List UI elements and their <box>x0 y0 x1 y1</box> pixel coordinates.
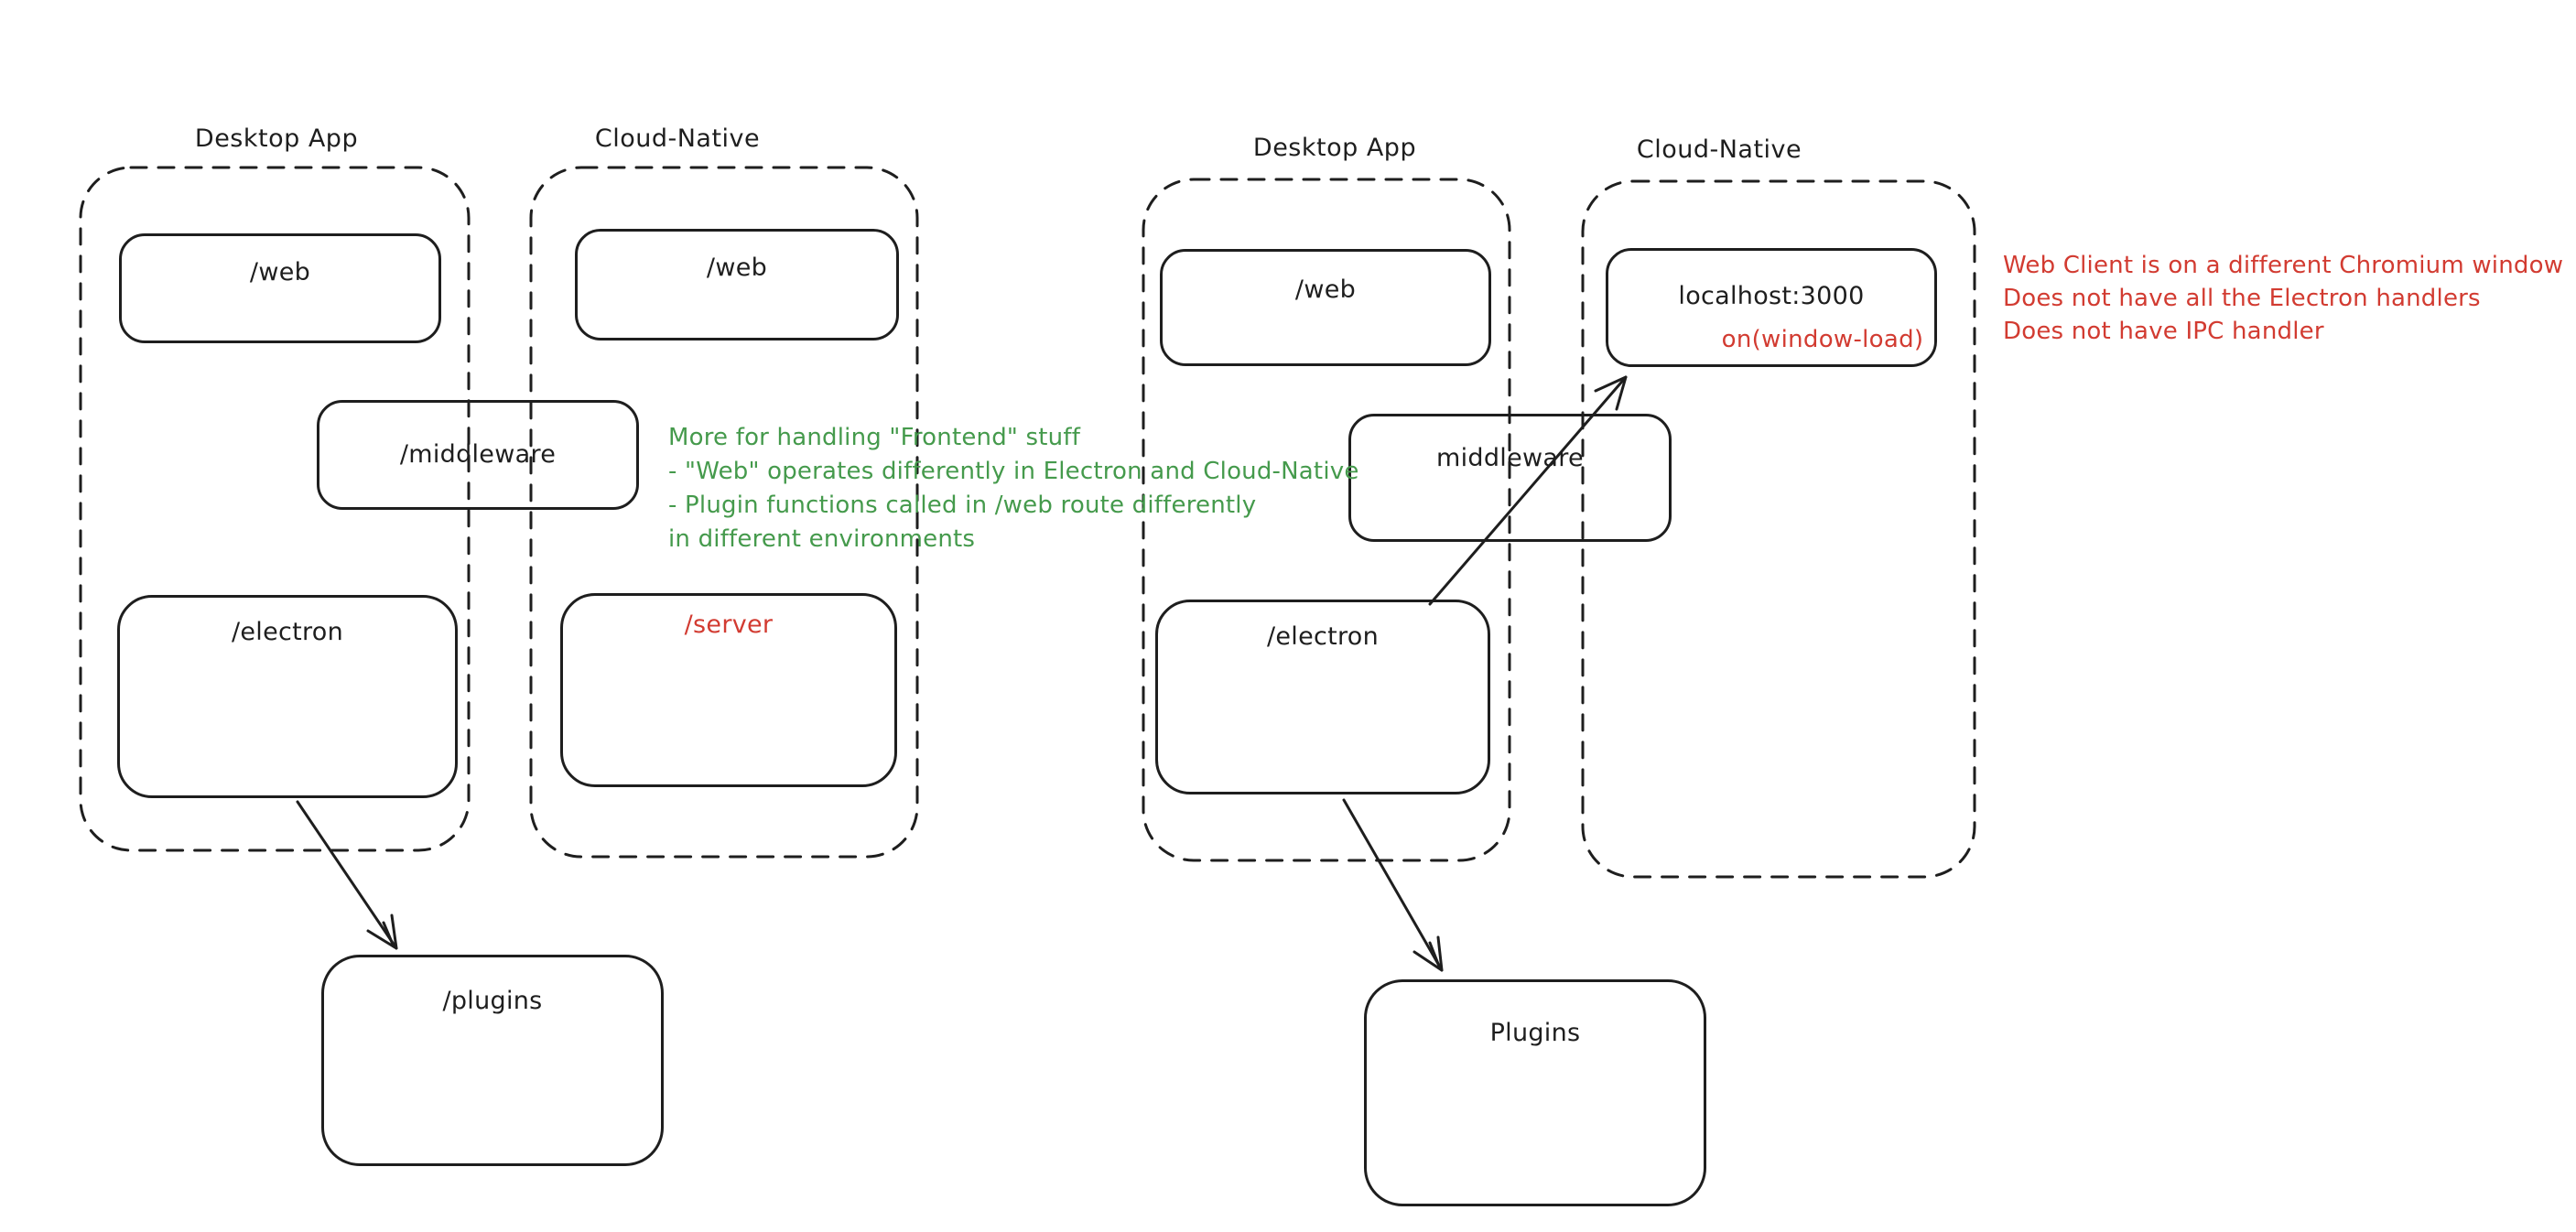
arrow-electron-to-plugins-left <box>296 800 398 950</box>
box-plugins-right: Plugins <box>1364 979 1706 1206</box>
label-cloud-native-left: Cloud-Native <box>594 124 761 153</box>
box-plugins-left: /plugins <box>321 955 664 1166</box>
label-cloud-native-right: Cloud-Native <box>1636 135 1802 164</box>
note-line: More for handling "Frontend" stuff <box>668 424 1081 451</box>
arrow-electron-to-plugins-right <box>1342 798 1444 972</box>
box-label: Plugins <box>1489 1019 1581 1047</box>
note-line: - Plugin functions called in /web route … <box>668 492 1257 519</box>
red-note: Web Client is on a different Chromium wi… <box>2003 249 2563 348</box>
box-label: /middleware <box>399 440 557 469</box>
note-line: Does not have all the Electron handlers <box>2003 285 2481 312</box>
box-web-desktop-left: /web <box>119 233 441 343</box>
note-line: Does not have IPC handler <box>2003 318 2324 345</box>
label-desktop-app-left: Desktop App <box>194 124 359 153</box>
box-label: /web <box>706 254 768 282</box>
box-middleware-left: /middleware <box>317 400 639 510</box>
box-web-cloud-left: /web <box>575 229 899 340</box>
box-label: localhost:3000 <box>1678 282 1865 310</box>
box-label: /web <box>1294 276 1357 304</box>
box-label: middleware <box>1436 444 1584 472</box>
box-server-left: /server <box>560 593 897 787</box>
box-web-desktop-right: /web <box>1160 249 1491 366</box>
on-window-load-label: on(window-load) <box>1721 326 1924 353</box>
box-middleware-right: middleware <box>1348 414 1672 542</box>
box-electron-right: /electron <box>1155 600 1490 794</box>
box-localhost-3000: localhost:3000 on(window-load) <box>1606 248 1937 367</box>
box-label: /plugins <box>442 987 543 1015</box>
box-electron-left: /electron <box>117 595 458 798</box>
note-line: Web Client is on a different Chromium wi… <box>2003 252 2564 279</box>
box-label: /electron <box>231 618 344 646</box>
label-desktop-app-right: Desktop App <box>1252 134 1417 162</box>
box-label: /server <box>684 611 774 639</box>
box-label: /web <box>249 258 311 286</box>
note-line: - "Web" operates differently in Electron… <box>668 458 1359 485</box>
note-line: in different environments <box>668 525 976 553</box>
box-label: /electron <box>1266 622 1380 651</box>
green-note: More for handling "Frontend" stuff - "We… <box>668 421 1359 557</box>
